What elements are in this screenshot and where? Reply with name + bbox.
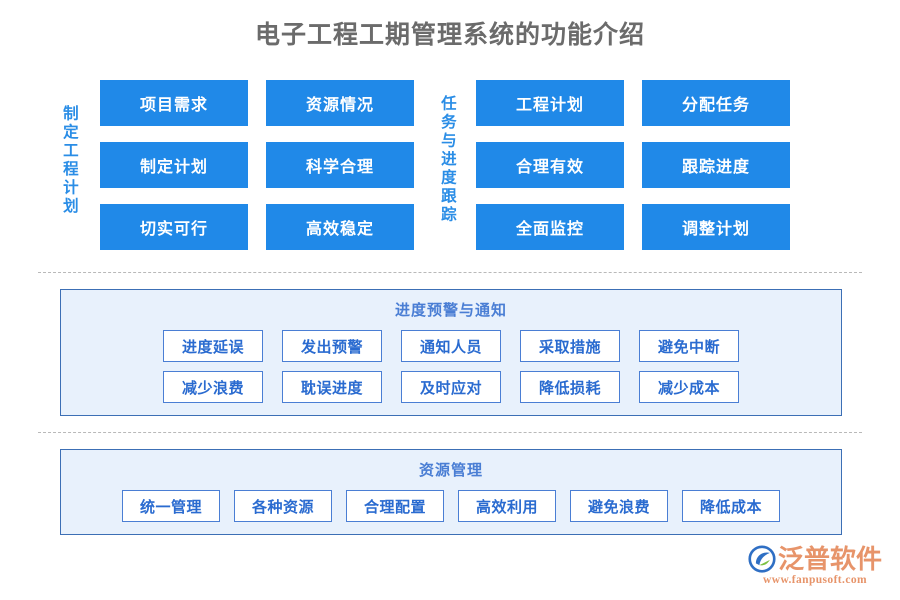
resource-chip-row: 统一管理 各种资源 合理配置 高效利用 避免浪费 降低成本 [61,490,841,522]
resource-panel: 资源管理 统一管理 各种资源 合理配置 高效利用 避免浪费 降低成本 [60,449,842,535]
top-section: 制定工程计划 项目需求 制定计划 切实可行 资源情况 科学合理 高效稳定 任务与… [0,80,900,260]
vertical-label-task-progress: 任务与进度跟踪 [438,95,456,225]
resource-chip[interactable]: 合理配置 [346,490,444,522]
section-divider [38,432,862,433]
logo-url: www.fanpusoft.com [763,574,867,586]
matrix-column: 分配任务 跟踪进度 调整计划 [642,80,790,250]
alert-chip[interactable]: 发出预警 [282,330,382,362]
page-title: 电子工程工期管理系统的功能介绍 [254,21,645,49]
feature-box[interactable]: 科学合理 [266,142,414,188]
alert-chip[interactable]: 避免中断 [639,330,739,362]
alert-chip[interactable]: 进度延误 [163,330,263,362]
feature-box[interactable]: 分配任务 [642,80,790,126]
matrix-column: 资源情况 科学合理 高效稳定 [266,80,414,250]
feature-box[interactable]: 跟踪进度 [642,142,790,188]
feature-box[interactable]: 切实可行 [100,204,248,250]
alert-chip[interactable]: 及时应对 [401,371,501,403]
feature-box[interactable]: 高效稳定 [266,204,414,250]
resource-chip[interactable]: 高效利用 [458,490,556,522]
alert-chip[interactable]: 耽误进度 [282,371,382,403]
resource-chip[interactable]: 避免浪费 [570,490,668,522]
vertical-label-plan-making: 制定工程计划 [60,104,78,216]
matrix-group-plan-making: 项目需求 制定计划 切实可行 资源情况 科学合理 高效稳定 [100,80,414,250]
fanpu-swoosh-icon [748,545,776,573]
feature-box[interactable]: 制定计划 [100,142,248,188]
feature-box[interactable]: 全面监控 [476,204,624,250]
feature-box[interactable]: 合理有效 [476,142,624,188]
feature-box[interactable]: 项目需求 [100,80,248,126]
section-divider [38,272,862,273]
brand-logo: 泛普软件 www.fanpusoft.com [748,545,882,586]
alert-chip[interactable]: 减少成本 [639,371,739,403]
matrix-column: 工程计划 合理有效 全面监控 [476,80,624,250]
alert-chip[interactable]: 减少浪费 [163,371,263,403]
logo-top-row: 泛普软件 [748,545,882,573]
resource-chip[interactable]: 降低成本 [682,490,780,522]
alert-chip-row: 进度延误 发出预警 通知人员 采取措施 避免中断 [61,330,841,362]
logo-name: 泛普软件 [777,544,882,574]
matrix-group-task-progress: 工程计划 合理有效 全面监控 分配任务 跟踪进度 调整计划 [476,80,790,250]
feature-box[interactable]: 工程计划 [476,80,624,126]
alert-chip[interactable]: 通知人员 [401,330,501,362]
alert-chip-row: 减少浪费 耽误进度 及时应对 降低损耗 减少成本 [61,371,841,403]
matrix-column: 项目需求 制定计划 切实可行 [100,80,248,250]
resource-chip[interactable]: 统一管理 [122,490,220,522]
resource-panel-title: 资源管理 [418,462,483,479]
alert-chip[interactable]: 降低损耗 [520,371,620,403]
alert-panel-title: 进度预警与通知 [394,302,507,319]
resource-chip[interactable]: 各种资源 [234,490,332,522]
alert-chip[interactable]: 采取措施 [520,330,620,362]
feature-box[interactable]: 资源情况 [266,80,414,126]
alert-panel: 进度预警与通知 进度延误 发出预警 通知人员 采取措施 避免中断 减少浪费 耽误… [60,289,842,416]
feature-box[interactable]: 调整计划 [642,204,790,250]
